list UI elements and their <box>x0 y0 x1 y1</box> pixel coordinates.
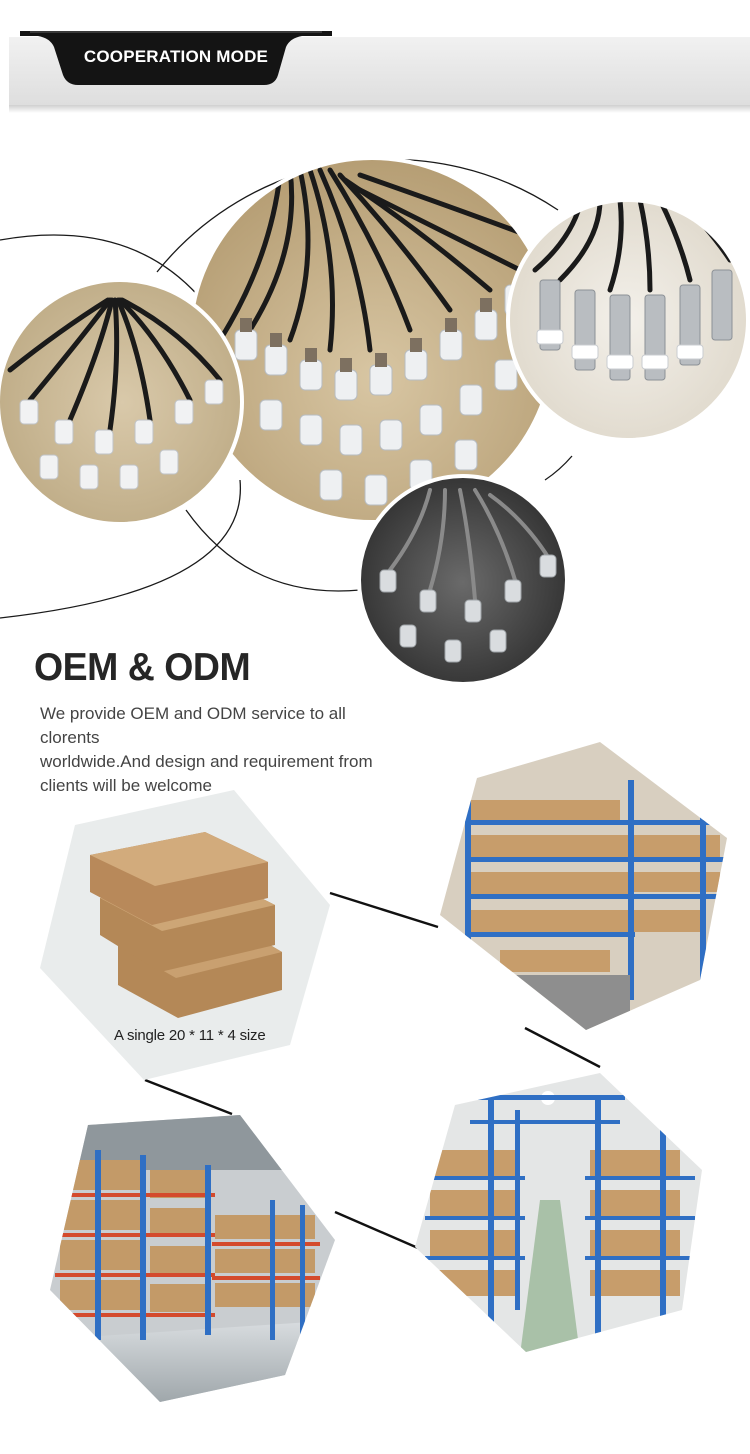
description-line: We provide OEM and ODM service to all cl… <box>40 704 346 747</box>
description-line: clients will be welcome <box>40 776 212 795</box>
header-shadow <box>9 105 750 113</box>
section-header-tab: COOPERATION MODE <box>20 29 332 85</box>
sensor-photo-collage <box>0 156 750 686</box>
carton-stack <box>90 832 282 1018</box>
sensor-photo-small <box>359 476 567 684</box>
oem-odm-heading: OEM & ODM <box>34 646 251 689</box>
warehouse-shelf-photo-2 <box>415 1073 702 1352</box>
hexagon-gallery <box>40 742 727 1402</box>
warehouse-photo <box>50 1115 335 1402</box>
description-line: worldwide.And design and requirement fro… <box>40 752 373 771</box>
oem-odm-description: We provide OEM and ODM service to all cl… <box>40 702 410 798</box>
gallery-connectors <box>144 891 601 1250</box>
sensor-photo-main <box>190 158 554 522</box>
sensor-photo-left <box>0 280 242 524</box>
warehouse-shelf-photo-1 <box>440 742 727 1030</box>
header-tab-shape <box>20 31 332 85</box>
section-title: COOPERATION MODE <box>83 47 269 66</box>
sensor-photo-right <box>508 200 748 440</box>
box-size-caption: A single 20 * 11 * 4 size <box>114 1027 266 1044</box>
